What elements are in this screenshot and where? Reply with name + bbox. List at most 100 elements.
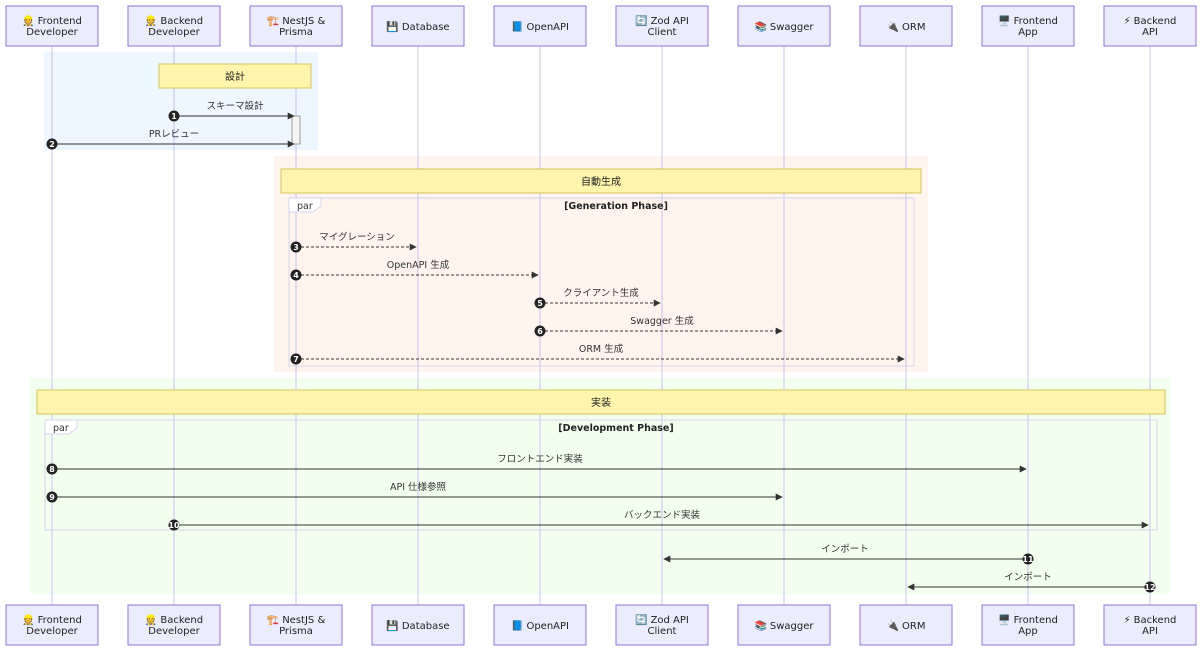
section-autogen-note <box>280 168 922 194</box>
actor-box[interactable] <box>859 5 953 47</box>
actor-box[interactable] <box>737 5 831 47</box>
message-6-number-badge <box>534 325 546 337</box>
message-1-label: スキーマ設計 <box>206 100 264 112</box>
message-1-number: 1 <box>171 112 177 121</box>
actor-icon: 🔌 <box>887 20 899 33</box>
message-3-number: 3 <box>293 243 299 252</box>
actor-box[interactable] <box>371 5 465 47</box>
actor-name: ORM <box>902 22 925 33</box>
actor-box[interactable] <box>249 5 343 47</box>
actor-name: Backend <box>160 615 203 626</box>
actor-label: 🔌ORM <box>887 619 926 632</box>
actor-label-line-2: API <box>1142 27 1158 38</box>
message-2-number: 2 <box>49 140 55 149</box>
actor-or-bottom[interactable]: 🔌ORM <box>859 604 953 646</box>
actor-sw-top[interactable]: 📚Swagger <box>737 5 831 47</box>
message-8-number-badge <box>46 463 58 475</box>
actor-box[interactable] <box>5 5 99 47</box>
message-12-number-badge <box>1144 581 1156 593</box>
actor-oa-bottom[interactable]: 📘OpenAPI <box>493 604 587 646</box>
actor-icon: 🔌 <box>887 619 899 632</box>
actor-name: Database <box>402 621 450 632</box>
frame-gen <box>288 197 915 367</box>
message-4-number-badge <box>290 269 302 281</box>
message-5-label: クライアント生成 <box>563 287 639 299</box>
actor-box[interactable] <box>981 5 1075 47</box>
actor-np-bottom[interactable]: 🏗️NestJS &Prisma <box>249 604 343 646</box>
actor-box[interactable] <box>127 5 221 47</box>
message-7-label: ORM 生成 <box>579 343 624 355</box>
message-5-number: 5 <box>537 299 543 308</box>
actor-icon: 👷 <box>145 14 157 27</box>
actor-label-line-2: Client <box>648 27 677 38</box>
actor-sw-bottom[interactable]: 📚Swagger <box>737 604 831 646</box>
actor-name: Frontend <box>38 16 82 27</box>
actor-box[interactable] <box>249 604 343 646</box>
actor-name: Frontend <box>38 615 82 626</box>
message-8-label: フロントエンド実装 <box>497 453 583 465</box>
actor-oa-top[interactable]: 📘OpenAPI <box>493 5 587 47</box>
actor-box[interactable] <box>737 604 831 646</box>
actor-box[interactable] <box>371 604 465 646</box>
message-7-number: 7 <box>293 355 299 364</box>
actor-box[interactable] <box>859 604 953 646</box>
actor-label-line-2: API <box>1142 626 1158 637</box>
actor-label-line-2: App <box>1018 626 1038 637</box>
actor-db-bottom[interactable]: 💾 Database <box>371 604 465 646</box>
message-7-number-badge <box>290 353 302 365</box>
actor-label-line-1: 🔄Zod API <box>635 14 689 27</box>
message-6-label: Swagger 生成 <box>630 315 694 327</box>
actor-name: Database <box>402 22 450 33</box>
actor-icon: 💾 <box>386 619 398 632</box>
actor-box[interactable] <box>615 5 709 47</box>
actor-box[interactable] <box>1103 5 1197 47</box>
actor-label: 📚Swagger <box>754 620 814 632</box>
actor-np-top[interactable]: 🏗️NestJS &Prisma <box>249 5 343 47</box>
message-9-label: API 仕様参照 <box>390 481 447 493</box>
message-3-label: マイグレーション <box>319 231 395 243</box>
message-4-label: OpenAPI 生成 <box>387 259 450 271</box>
actor-name: Backend <box>1134 615 1177 626</box>
actor-icon: 👷 <box>145 613 157 626</box>
actor-icon: 👷 <box>22 613 34 626</box>
actor-label-line-1: 🖥️Frontend <box>998 14 1058 27</box>
actor-label-line-1: 👷Frontend <box>22 14 82 27</box>
actor-box[interactable] <box>981 604 1075 646</box>
message-2-label: PRレビュー <box>149 129 199 140</box>
actor-db-top[interactable]: 💾Database <box>371 5 465 47</box>
actor-label: 💾Database <box>386 20 449 33</box>
actor-icon: 🏗️ <box>267 15 280 27</box>
message-10-number-badge <box>168 519 180 531</box>
frame-dev-tag-box <box>44 419 78 435</box>
message-6-number: 6 <box>537 327 543 336</box>
section-design-note-label: 設計 <box>225 70 245 83</box>
message-3-number-badge <box>290 241 302 253</box>
actor-icon: 📚 <box>754 21 766 33</box>
actor-label-line-2: Developer <box>148 626 200 637</box>
actor-name: Zod API <box>651 615 689 626</box>
actor-box[interactable] <box>5 604 99 646</box>
actor-box[interactable] <box>493 5 587 47</box>
actor-icon: 📘 <box>511 620 523 632</box>
actor-box[interactable] <box>493 604 587 646</box>
frame-dev-title: [Development Phase] <box>558 423 673 434</box>
actor-box[interactable] <box>127 604 221 646</box>
message-11-number: 11 <box>1022 555 1034 564</box>
actor-or-top[interactable]: 🔌ORM <box>859 5 953 47</box>
actor-label-line-1: 🏗️NestJS & <box>267 15 326 27</box>
actor-box[interactable] <box>1103 604 1197 646</box>
actor-box[interactable] <box>615 604 709 646</box>
actor-label-line-2: Prisma <box>279 626 313 637</box>
message-5-number-badge <box>534 297 546 309</box>
